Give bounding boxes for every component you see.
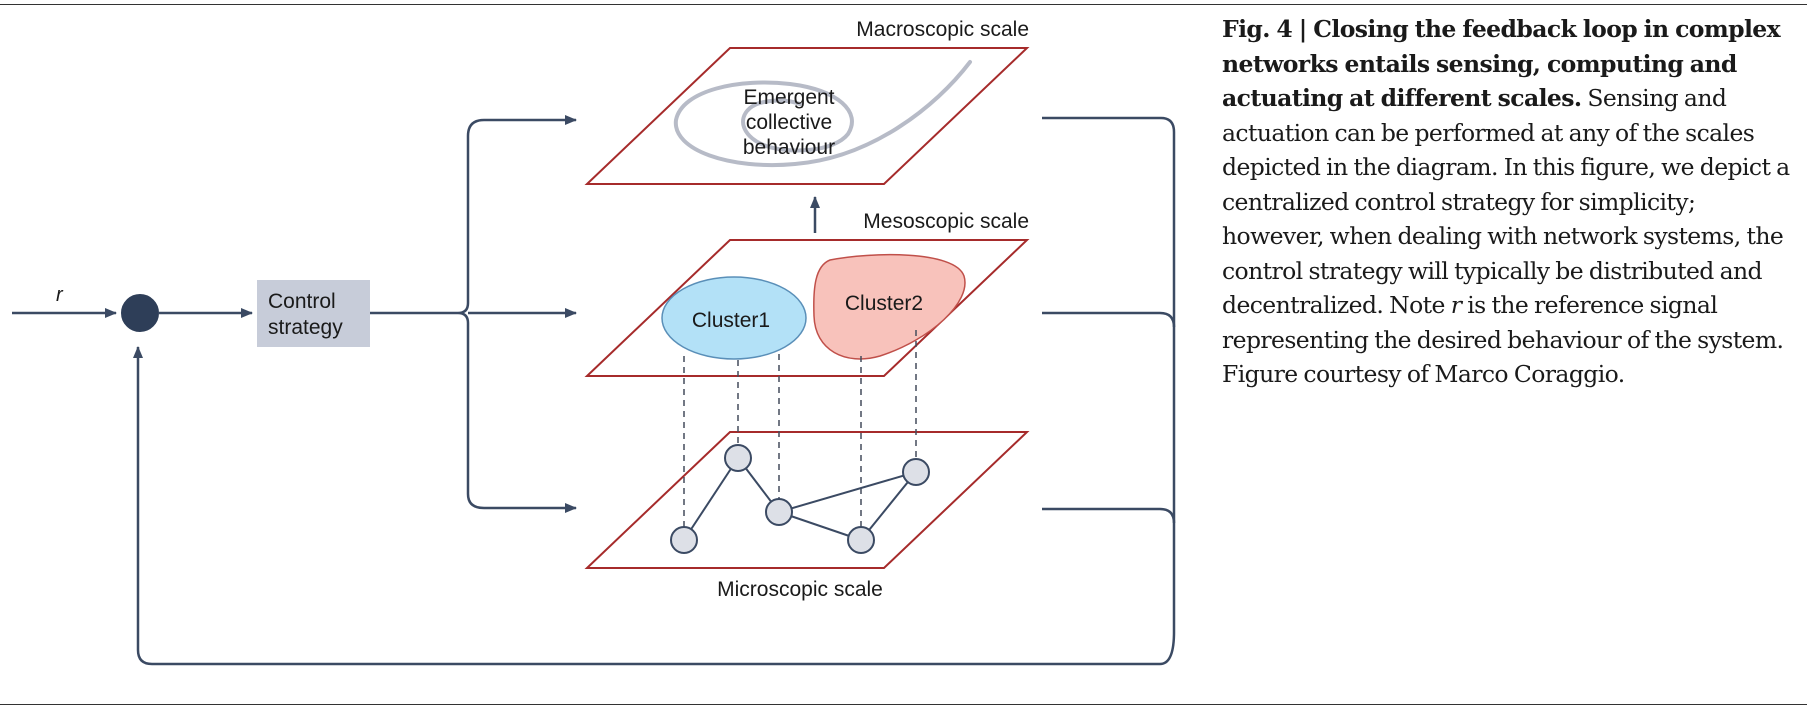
mesoscopic-plane: [584, 239, 1030, 377]
caption-body-part1: Sensing and actuation can be performed a…: [1222, 84, 1790, 319]
network-node: [902, 458, 930, 486]
microscopic-plane: [584, 431, 1030, 569]
caption-body-part2: is the reference signal representing the…: [1222, 291, 1784, 388]
cluster1-blob: [661, 276, 807, 360]
control-strategy-label-line2: strategy: [268, 316, 343, 339]
emergent-label-line3: behaviour: [743, 136, 835, 159]
emergent-spiral: [673, 60, 972, 167]
emergent-label-line1: Emergent: [743, 86, 834, 109]
feedback-path: [133, 346, 1176, 666]
emergent-label-line2: collective: [746, 111, 832, 134]
cluster2-label: Cluster2: [845, 292, 923, 315]
network-node: [847, 526, 875, 554]
sensing-line-micro: [1042, 507, 1176, 524]
actuation-bracket: [457, 118, 485, 510]
feedback-diagram: r Control strategy Macroscopic scale Eme…: [12, 18, 1176, 666]
bottom-rule: [0, 704, 1807, 705]
summing-node: [121, 294, 159, 332]
control-strategy-label-line1: Control: [268, 290, 336, 313]
control-strategy-box: [257, 280, 370, 347]
projection-lines: [683, 330, 917, 528]
mesoscopic-scale-title: Mesoscopic scale: [863, 210, 1029, 233]
network-node: [765, 498, 793, 526]
cluster1-label: Cluster1: [692, 309, 770, 332]
caption-title: Closing the feedback loop in complex net…: [1222, 15, 1781, 112]
microscopic-scale-title: Microscopic scale: [717, 578, 883, 601]
sensing-line-meso: [1042, 311, 1176, 328]
caption-fig-label: Fig. 4 |: [1222, 15, 1314, 43]
caption-reference-symbol: r: [1450, 291, 1462, 319]
figure-caption: Fig. 4 | Closing the feedback loop in co…: [1222, 12, 1797, 392]
reference-label: r: [56, 284, 64, 306]
top-rule: [0, 4, 1807, 5]
sensing-bracket: [1042, 116, 1176, 632]
network-node: [724, 444, 752, 472]
cluster2-blob: [813, 253, 966, 360]
macroscopic-scale-title: Macroscopic scale: [856, 18, 1029, 41]
network-node: [670, 526, 698, 554]
